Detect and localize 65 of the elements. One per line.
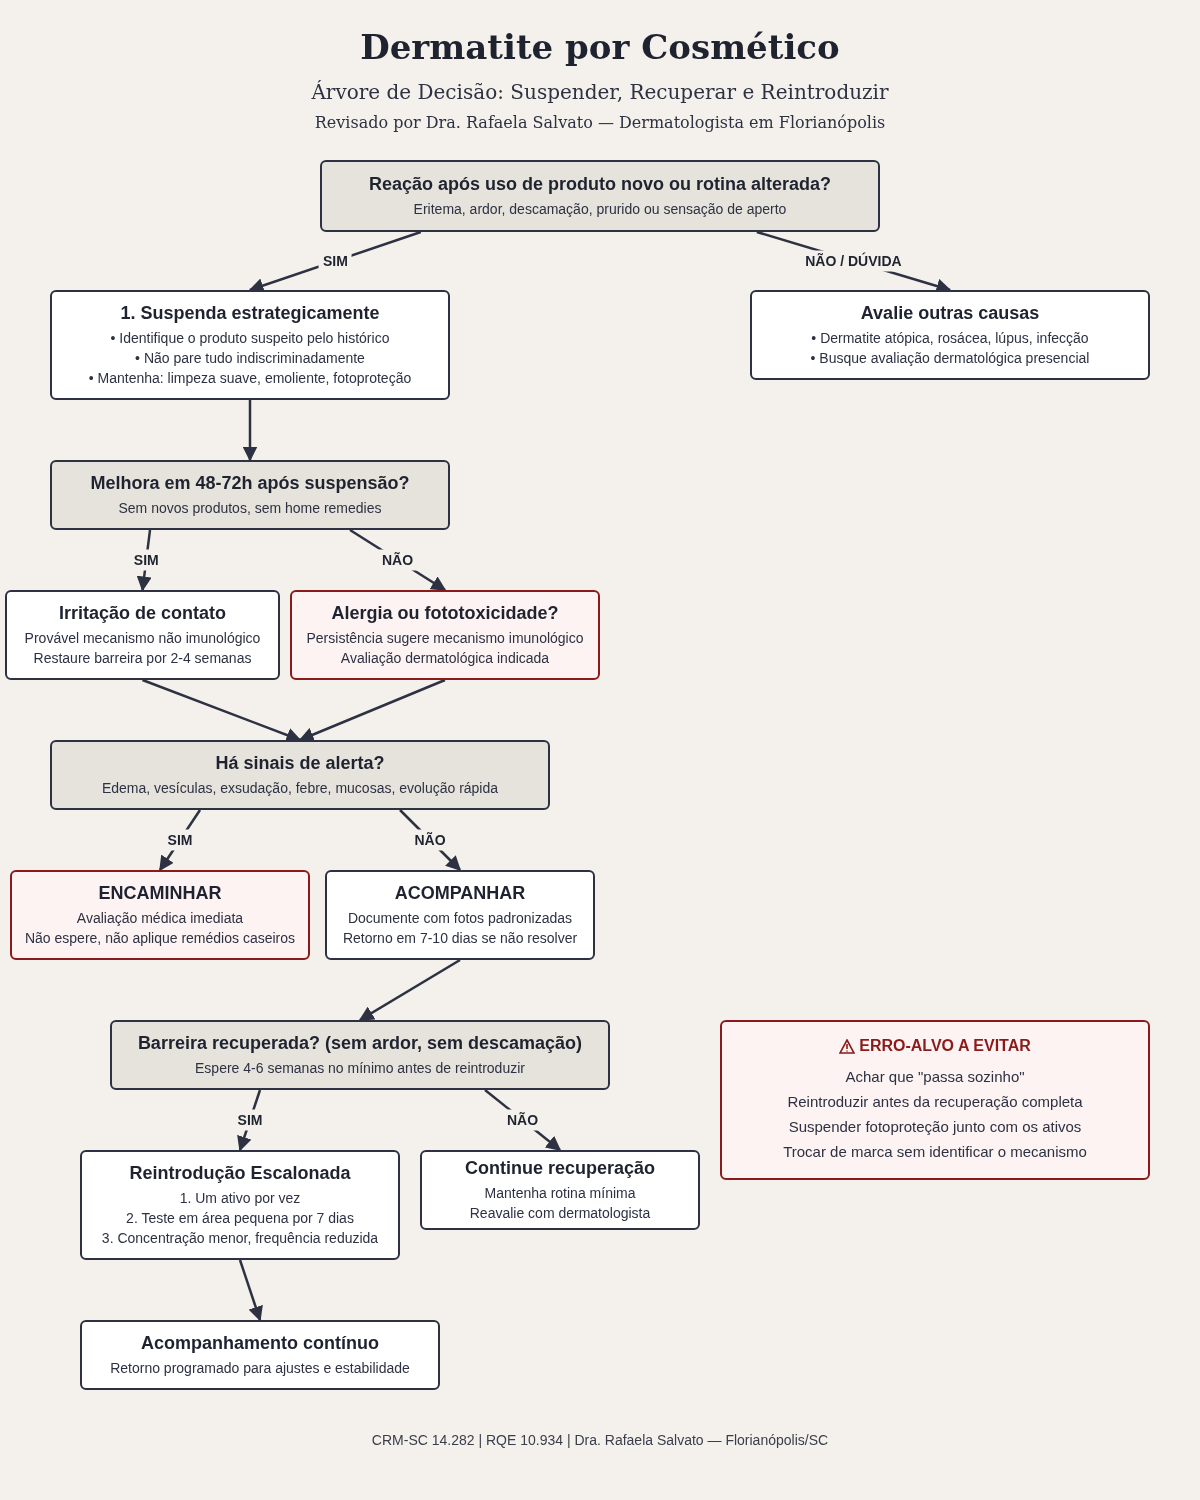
node-text: • Dermatite atópica, rosácea, lúpus, infecção [811, 329, 1089, 349]
node-heading: Há sinais de alerta? [215, 751, 385, 775]
node-heading: Avalie outras causas [860, 301, 1040, 325]
node-text: Suspender fotoproteção junto com os ativos [788, 1117, 1082, 1137]
decision-box [50, 460, 450, 530]
node-heading: ENCAMINHAR [98, 881, 222, 905]
node-text: Reavalie com dermatologista [469, 1204, 651, 1224]
decision-box [110, 1020, 610, 1090]
node-text: Mantenha rotina mínima [484, 1184, 636, 1204]
arrow [142, 678, 302, 743]
node-heading: Continue recuperação [464, 1156, 655, 1180]
decision-box [320, 160, 880, 232]
node-text: • Mantenha: limpeza suave, emoliente, fotoproteção [88, 369, 412, 389]
node-heading: Alergia ou fototoxicidade? [331, 601, 559, 625]
node-text: 1. Um ativo por vez [179, 1189, 301, 1209]
node-text: • Não pare tudo indiscriminadamente [135, 349, 365, 369]
node-text: Não espere, não aplique remédios caseiros [24, 929, 295, 949]
node-text: 2. Teste em área pequena por 7 dias [126, 1209, 354, 1229]
node-text: 3. Concentração menor, frequência reduzida [101, 1229, 379, 1249]
edge-label: NÃO [377, 549, 418, 571]
node-text: Persistência sugere mecanismo imunológico [306, 629, 584, 649]
node-text: Achar que "passa sozinho" [845, 1067, 1025, 1087]
node-text: Retorno em 7-10 dias se não resolver [342, 929, 578, 949]
reviewer-note: Revisado por Dra. Rafaela Salvato — Dermatologista em Florianópolis [314, 112, 886, 134]
title: Dermatite por Cosmético [360, 26, 840, 69]
process-box [5, 590, 280, 680]
decision-box [50, 740, 550, 810]
warning-box [720, 1020, 1150, 1180]
node-text: • Identifique o produto suspeito pelo histórico [110, 329, 390, 349]
node-text: Documente com fotos padronizadas [347, 909, 573, 929]
node-text: • Busque avaliação dermatológica presencial [810, 349, 1090, 369]
node-text: Edema, vesículas, exsudação, febre, mucosas, evolução rápida [101, 779, 499, 799]
node-text: Avaliação dermatológica indicada [340, 649, 550, 669]
footer-text: CRM-SC 14.282 | RQE 10.934 | Dra. Rafaela Salvato — Florianópolis/SC [370, 1431, 830, 1450]
process-box [420, 1150, 700, 1230]
node-heading: Reação após uso de produto novo ou rotina alterada? [368, 172, 832, 196]
subtitle: Árvore de Decisão: Suspender, Recuperar e Reintroduzir [311, 79, 889, 106]
node-text: Provável mecanismo não imunológico [24, 629, 261, 649]
node-text: Avaliação médica imediata [76, 909, 244, 929]
process-box [325, 870, 595, 960]
process-box [80, 1150, 400, 1260]
node-text: Reintroduzir antes da recuperação completa [787, 1092, 1083, 1112]
process-box [750, 290, 1150, 380]
node-heading: Barreira recuperada? (sem ardor, sem descamação) [137, 1031, 583, 1055]
node-text: Espere 4-6 semanas no mínimo antes de reintroduzir [195, 1059, 525, 1079]
node-heading: Irritação de contato [58, 601, 226, 625]
node-heading: Acompanhamento contínuo [141, 1331, 379, 1355]
node-heading: Melhora em 48-72h após suspensão? [90, 471, 410, 495]
node-heading: ACOMPANHAR [394, 881, 526, 905]
node-heading: 1. Suspenda estrategicamente [120, 301, 380, 325]
node-text: Restaure barreira por 2-4 semanas [33, 649, 252, 669]
process-box [50, 290, 450, 400]
node-heading: ERRO-ALVO A EVITAR [859, 1036, 1031, 1056]
node-text: Trocar de marca sem identificar o mecanismo [783, 1142, 1087, 1162]
process-box [80, 1320, 440, 1390]
alert-box [290, 590, 600, 680]
alert-box [10, 870, 310, 960]
node-heading: Reintrodução Escalonada [129, 1161, 351, 1185]
arrow [242, 400, 258, 462]
node-text: Sem novos produtos, sem home remedies [118, 499, 382, 519]
arrow [238, 1259, 263, 1322]
node-text: Retorno programado para ajustes e estabilidade [110, 1359, 410, 1379]
arrow [298, 678, 446, 742]
node-text: Eritema, ardor, descamação, prurido ou sensação de aperto [413, 200, 787, 220]
arrow [358, 958, 461, 1022]
